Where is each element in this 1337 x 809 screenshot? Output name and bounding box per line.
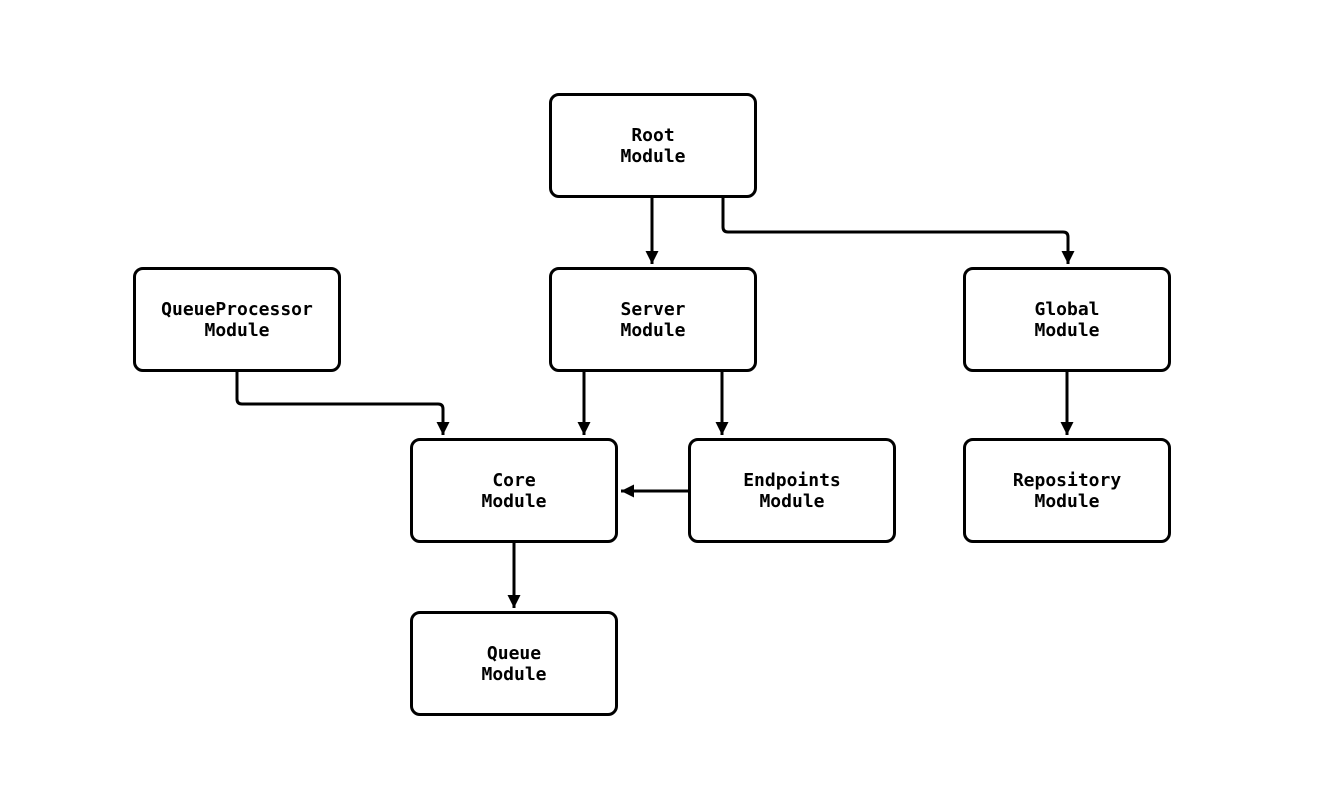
node-endpoints-module-label: Endpoints Module	[743, 469, 841, 512]
node-server-module: Server Module	[549, 267, 757, 372]
node-queueprocessor-module-label: QueueProcessor Module	[161, 298, 313, 341]
node-global-module: Global Module	[963, 267, 1171, 372]
node-root-module: Root Module	[549, 93, 757, 198]
edge-queueprocessor-to-core	[235, 372, 450, 435]
node-core-module-label: Core Module	[481, 469, 547, 512]
node-core-module: Core Module	[410, 438, 618, 543]
node-repository-module-label: Repository Module	[1012, 469, 1122, 512]
node-root-module-label: Root Module	[620, 124, 686, 167]
node-queueprocessor-module: QueueProcessor Module	[133, 267, 341, 372]
node-queue-module: Queue Module	[410, 611, 618, 716]
node-queue-module-label: Queue Module	[481, 642, 547, 685]
node-server-module-label: Server Module	[620, 298, 686, 341]
edge-root-to-global	[721, 198, 1075, 264]
node-repository-module: Repository Module	[963, 438, 1171, 543]
node-global-module-label: Global Module	[1034, 298, 1100, 341]
node-endpoints-module: Endpoints Module	[688, 438, 896, 543]
